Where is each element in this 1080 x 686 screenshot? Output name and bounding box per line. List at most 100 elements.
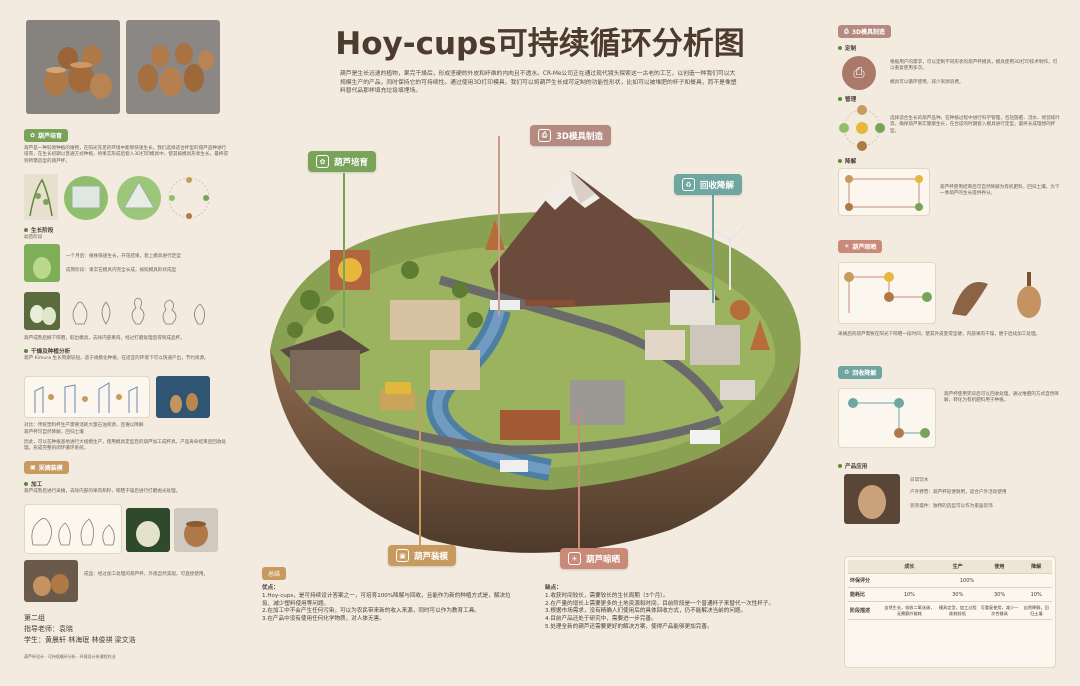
intro-text: 葫芦是生长迅速的植物，果完干燥后，形成坚硬的外皮和纤维的内肉且不透水。CR-Me…: [340, 71, 737, 95]
table-cell: 10%: [1020, 587, 1052, 602]
section-drying-right-header: ☀ 葫芦晾晒: [838, 240, 883, 253]
apply-label: 产品应用: [838, 462, 867, 470]
page-title: Hoy-cups可持续循环分析图: [335, 26, 745, 62]
drying-text-2: 因此，可以在种植基地进行大规模生产，使用模具定型后的葫芦加工成杯具，产品寿命结束…: [24, 440, 227, 452]
leader-line-cultivation: [343, 173, 345, 328]
mold-icon: ▣: [30, 464, 36, 471]
cultivation-diagrams: [24, 172, 229, 224]
growth-note-1: 一个月后：植株快速生长，开花结果，套上模具进行定型: [66, 254, 181, 259]
gourd-seedling-photo: [24, 244, 60, 282]
custom-icon-circle: ⎙: [842, 56, 876, 90]
section-harvest-header: ▣ 采摘装模: [24, 461, 69, 474]
table-row: 能耗比 10% 30% 30% 10%: [848, 587, 1052, 602]
island-illustration: [250, 150, 820, 570]
table-row-label: 环保评分: [848, 573, 882, 588]
table-cell: 模具定型，加工过程能耗较低: [936, 601, 979, 621]
section-drying-header: 干燥及种植分析: [24, 347, 70, 355]
table-row: 环保评分 100%: [848, 573, 1052, 588]
lifecycle-table: 成长 生产 使用 降解 环保评分 100% 能耗比 10% 30% 30% 10…: [844, 556, 1056, 668]
cons-item-4: 4.目前产品还处于研究中，需要进一步完善。: [545, 616, 657, 623]
table-row-label: 能耗比: [848, 587, 882, 602]
drying-process-diagram: [838, 262, 936, 324]
growth-note-3: 葫芦成熟后摘下晾晒，取出模具，去除内部果肉，经过打磨处理后得到成品杯。: [24, 336, 185, 341]
section-mold-header: ⎙ 3D模具制造: [838, 25, 891, 38]
team-label: 第二组: [24, 614, 45, 622]
processing-sketch-box: [24, 504, 122, 554]
growth-note-2: 成熟阶段：果实在模具内完全长成，按照模具形状成型: [66, 268, 177, 273]
degrade-text: 葫芦杯使用结束后可自然降解为有机肥料，回归土壤，为下一季葫芦的生长提供养分。: [940, 185, 1060, 197]
leader-line-recycle: [712, 193, 714, 303]
table-cell: 30%: [978, 587, 1021, 602]
cup-photo-2: [126, 20, 220, 114]
application-photo: [844, 474, 900, 524]
processed-cup-photo-2: [174, 508, 218, 552]
leader-line-mold: [498, 136, 500, 316]
summary-tag: 总结: [262, 567, 287, 580]
apply-text-3: 装饰摆件：独特的造型可以作为家居装饰: [910, 504, 993, 509]
cup-photo-1: [26, 20, 120, 114]
table-header-row: 成长 生产 使用 降解: [848, 560, 1052, 574]
custom-label: 定制: [838, 44, 856, 52]
product-note: 成品：经过加工处理的葫芦杯，外观自然美观，可直接使用。: [84, 572, 209, 577]
footer-text: 葫芦杯设计 · 可持续循环分析 · 环境设计系课程作业: [24, 654, 116, 659]
cons-item-1: 1.收获时间较长，需要较长的生长周期（3个月）。: [545, 592, 669, 599]
table-cell: 自然降解，回归土壤: [1020, 601, 1052, 621]
leader-line-assembly: [419, 395, 421, 545]
manage-cycle-diagram: [838, 104, 886, 152]
table-cell: 自然生长，吸收二氧化碳，无需额外能耗: [882, 601, 937, 621]
callout-assembly[interactable]: ▣ 葫芦装模: [388, 545, 457, 566]
student-names: 学生：黄晨轩 林海珉 林俊祺 梁文浩: [24, 636, 136, 644]
degrade-diagram: [838, 168, 930, 216]
mold-icon: ▣: [396, 549, 409, 562]
callout-recycle[interactable]: ♻ 回收降解: [674, 174, 743, 195]
table-cell: 100%: [882, 573, 1052, 588]
apply-text-1: 日常饮水: [910, 478, 929, 483]
callout-harvest[interactable]: ☀ 葫芦晾晒: [560, 548, 629, 569]
processing-text: 葫芦成熟后进行采摘，去除内部的果肉和籽，晾晒干燥后进行打磨抛光处理。: [24, 489, 181, 494]
table-cell: 30%: [936, 587, 979, 602]
section-recycle-header: ♻ 回收降解: [838, 366, 883, 379]
callout-mold[interactable]: ⎙ 3D模具制造: [530, 125, 611, 146]
product-photo: [24, 560, 78, 602]
table-header: 成长: [882, 560, 937, 574]
printer-icon: ⎙: [853, 65, 865, 81]
teacher-name: 指导老师：袁晓: [24, 625, 73, 633]
degrade-label: 降解: [838, 157, 856, 165]
drying-photo: [156, 376, 210, 418]
cons-item-5: 5.处理全新的葫芦还需要更好的解决方案，使得产品能够更加完善。: [545, 623, 713, 630]
sprout-icon: ✿: [30, 132, 36, 139]
pros-item-3: 3.在产品中没有使用任何化学物质，对人体无害。: [262, 616, 385, 623]
printer-icon: ⎙: [844, 27, 849, 35]
sun-icon: ☀: [568, 552, 581, 565]
section-drying-text: 葫芦 Kimura 生长周期较短，适于规模化种植，在适宜的环境下可以快速产出，节…: [24, 356, 209, 361]
custom-text-1: 根据用户的需求，可以定制不同形状的葫芦杯模具，模具使用3D打印技术制作，可以重复…: [890, 60, 1058, 72]
printer-icon: ⎙: [538, 129, 551, 142]
custom-text-2: 模具可以循环使用，减少资源浪费。: [890, 80, 964, 85]
sun-icon: ☀: [844, 243, 850, 250]
pros-item-1: 1.Hoy-cups，是可持续设计答案之一，可培育100%降解与回收，且能作为新…: [262, 592, 511, 607]
section-cultivation-header: ✿ 葫芦培育: [24, 129, 69, 142]
callout-cultivation[interactable]: ✿ 葫芦培育: [308, 151, 377, 172]
table-header: 生产: [936, 560, 979, 574]
recycle-bin-icon: ♻: [844, 369, 850, 376]
growth-stage-label: 生长阶段: [24, 226, 53, 234]
dried-gourd-photo-2: [1004, 264, 1054, 322]
summary-cons: 缺点： 1.收获时间较长，需要较长的生长周期（3个月）。 2.在产量的增长上需要…: [545, 585, 805, 632]
sprout-icon: ✿: [316, 155, 329, 168]
manage-label: 管理: [838, 95, 856, 103]
table-cell: 可重复使用，减少一次性餐具: [978, 601, 1021, 621]
gourd-shape-sketches: [66, 294, 226, 328]
gourd-mature-photo: [24, 292, 60, 330]
table-header: 使用: [978, 560, 1021, 574]
cons-item-2: 2.在产量的增长上需要更多的土地资源和时间，目前阶段是一个普通杯子来替代一次性杯…: [545, 600, 775, 607]
cons-item-3: 3.根据市场需求，没有精确人们使用后的具体回收方式，仍不能解决当前的问题。: [545, 608, 747, 615]
pros-title: 优点：: [262, 585, 279, 591]
apply-text-2: 户外野营：葫芦杯轻便耐用，适合户外活动使用: [910, 490, 1007, 495]
cons-title: 缺点：: [545, 585, 562, 591]
recycle-bin-icon: ♻: [682, 178, 695, 191]
table-header: [848, 560, 882, 574]
recycle-text: 葫芦杯使用完毕后可以回收处理，通过堆肥的方式自然降解，转化为有机肥料用于种植。: [944, 392, 1059, 404]
recycle-diagram: [838, 388, 936, 448]
summary-pros: 优点： 1.Hoy-cups，是可持续设计答案之一，可培育100%降解与回收，且…: [262, 585, 512, 624]
pros-item-2: 2.在加工中不会产生任何污染，可以为农民带来新的收入来源，同时可以作为教育工具。: [262, 608, 480, 615]
